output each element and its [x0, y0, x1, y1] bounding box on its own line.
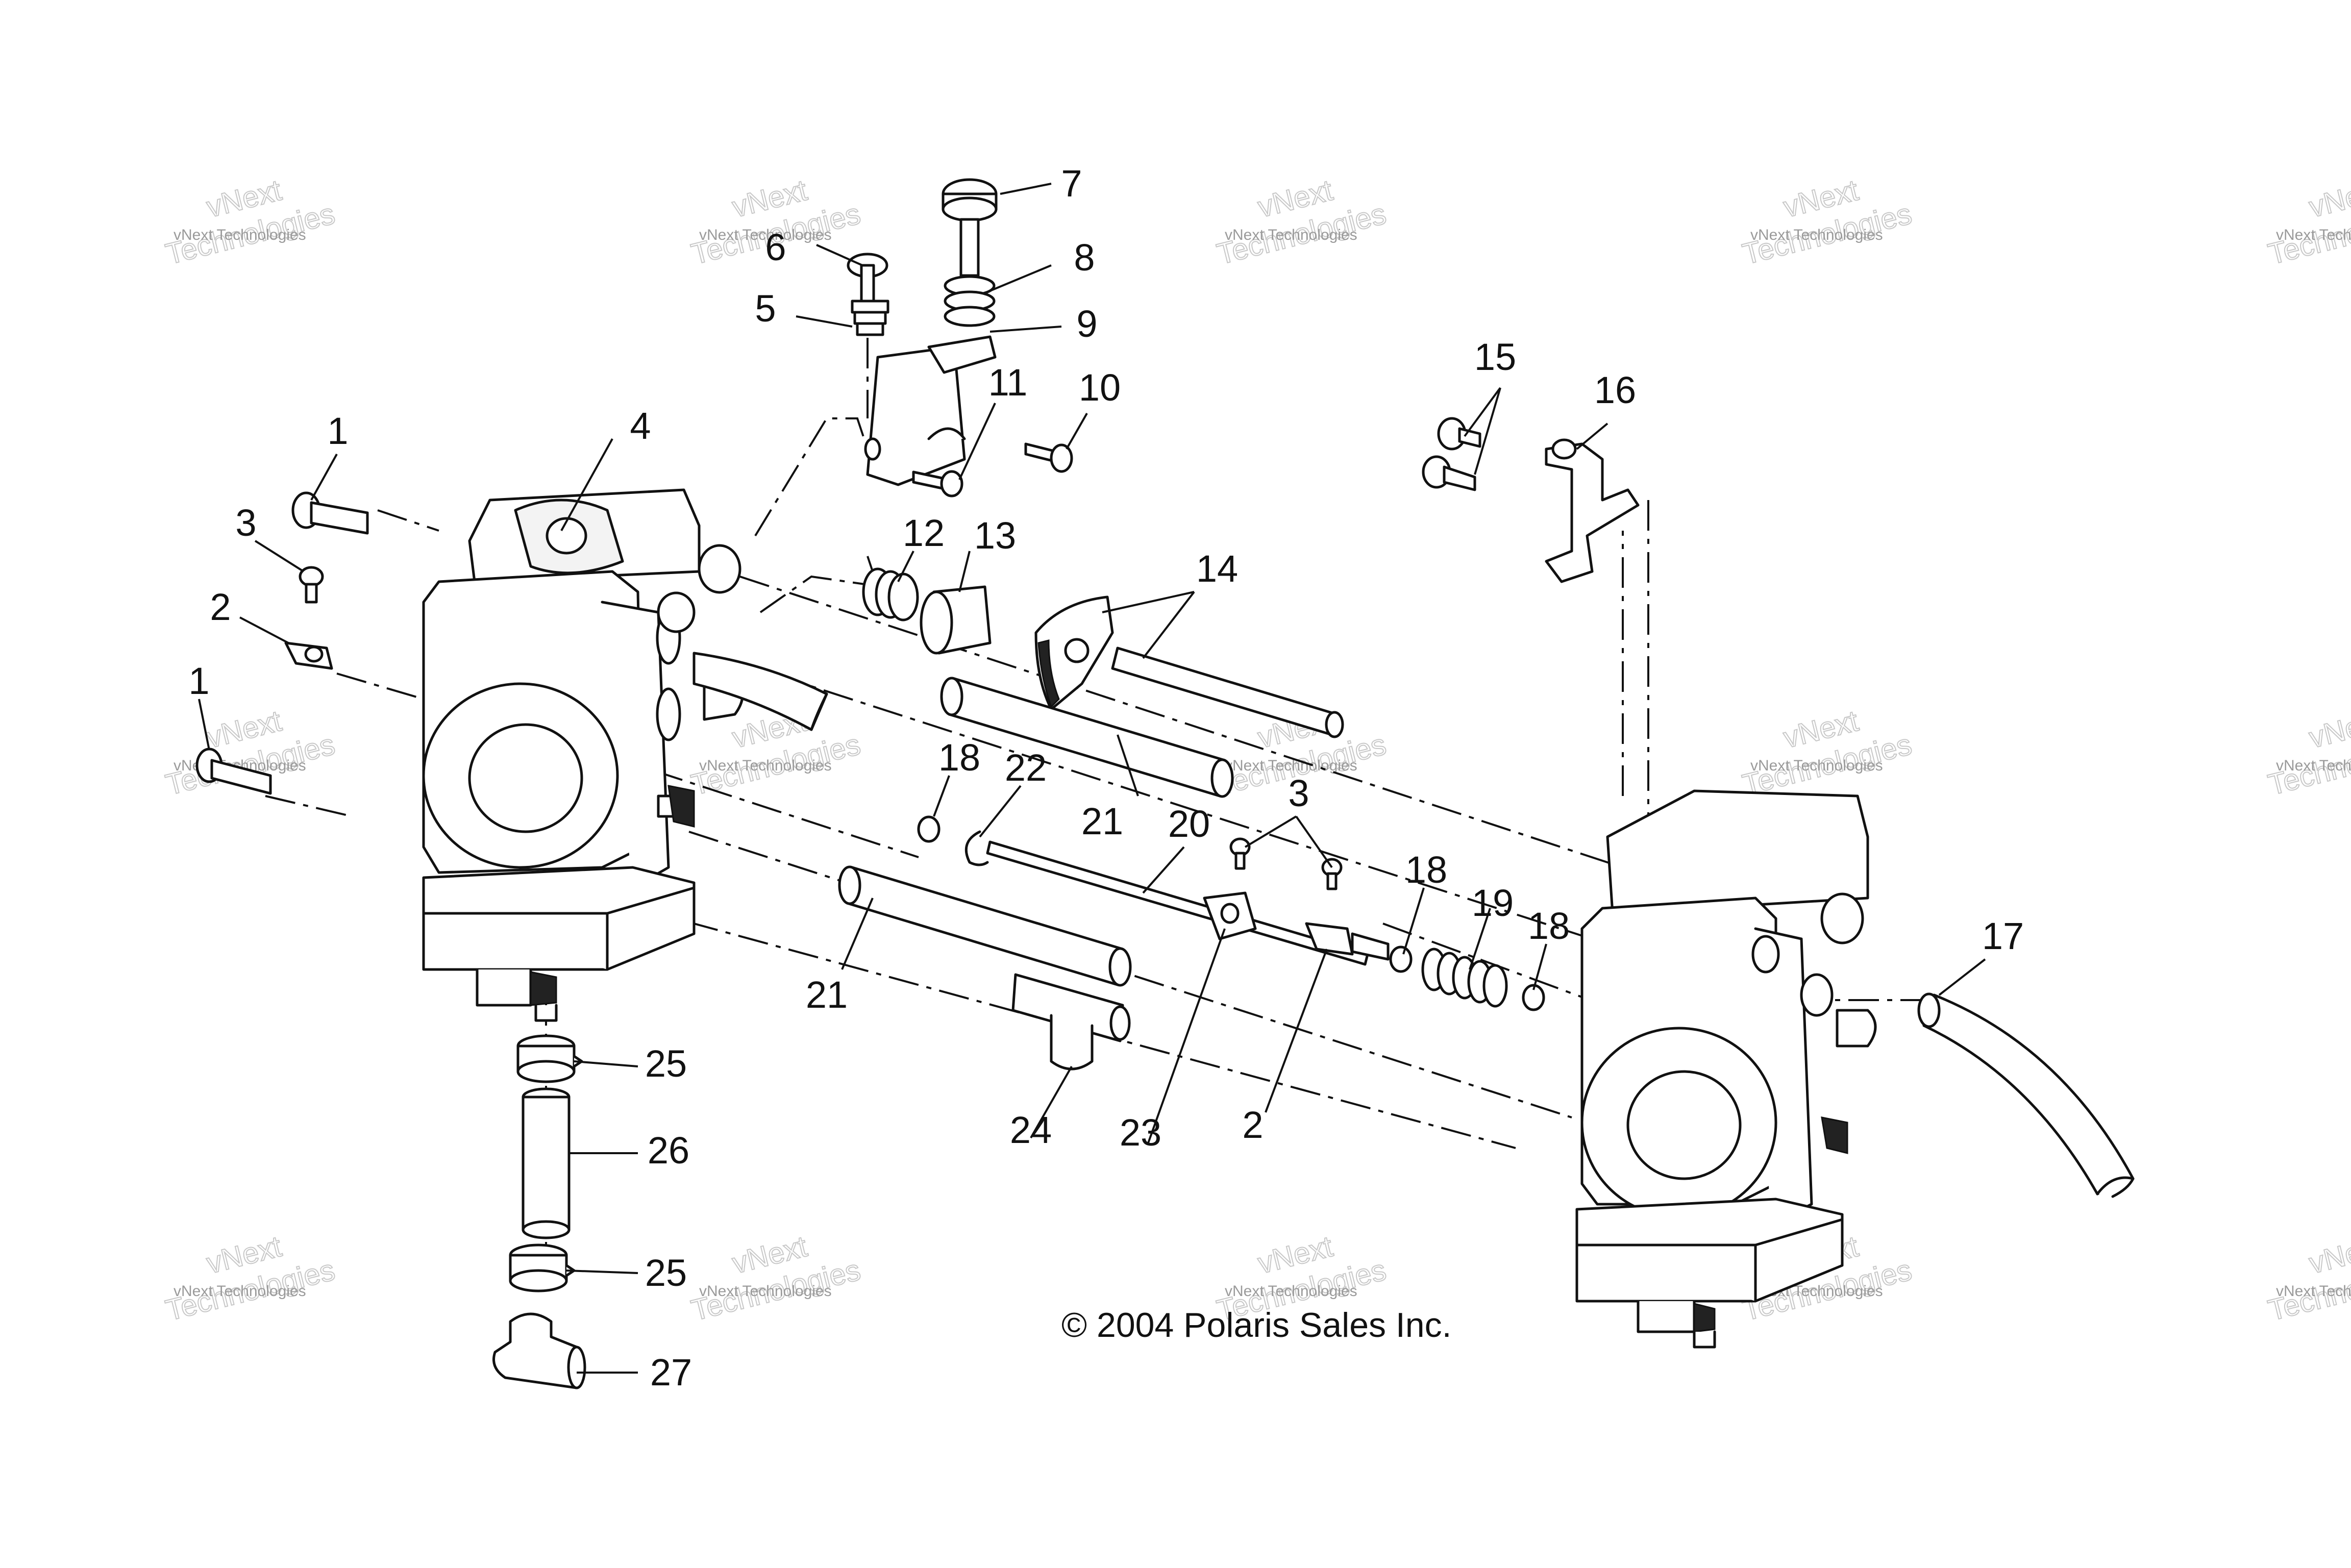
watermark-small: vNext Technologies [2276, 757, 2351, 774]
callout-21-lower: 21 [806, 974, 848, 1016]
callout-16: 16 [1594, 369, 1636, 411]
callout-14: 14 [1196, 547, 1238, 590]
callout-13: 13 [974, 514, 1016, 557]
callout-23: 23 [1120, 1111, 1161, 1154]
callout-18-right: 18 [1528, 905, 1570, 947]
callout-20: 20 [1168, 803, 1210, 845]
callout-17: 17 [1982, 915, 2024, 957]
callout-7: 7 [1061, 162, 1082, 205]
callout-9: 9 [1076, 303, 1097, 345]
watermark-small: vNext Technologies [699, 227, 832, 243]
callout-6: 6 [765, 226, 786, 268]
callout-24: 24 [1010, 1109, 1052, 1151]
right-carburetor [1575, 789, 1877, 1349]
watermark-small: vNext Technologies [1750, 757, 1883, 774]
watermark-small: vNext Technologies [699, 1283, 832, 1300]
callout-3-center: 3 [1288, 772, 1309, 814]
watermark-small: vNext Technologies [1225, 757, 1357, 774]
callout-labels: 1 1 2 2 3 3 4 5 6 7 8 9 10 11 12 13 14 1… [188, 162, 2024, 1393]
watermark-small: vNext Technologies [174, 1283, 306, 1300]
callout-2-center: 2 [1242, 1104, 1263, 1146]
watermark-large-line1: vNext [2306, 173, 2351, 224]
left-carburetor [422, 488, 828, 1022]
callout-15: 15 [1474, 336, 1516, 378]
callout-26: 26 [648, 1129, 689, 1172]
callout-11: 11 [988, 361, 1028, 404]
watermark-small: vNext Technologies [1225, 227, 1357, 243]
callout-5: 5 [755, 287, 776, 330]
callout-2-left: 2 [210, 586, 231, 628]
watermark-small: vNext Technologies [2276, 1283, 2351, 1300]
watermark-large-line1: vNext [2306, 704, 2351, 755]
throttle-shafts [838, 677, 1369, 1071]
watermark-small: vNext Technologies [1750, 227, 1883, 243]
callout-22: 22 [1005, 746, 1047, 789]
small-hardware [195, 417, 1640, 1011]
spring-and-lever-assembly [862, 556, 1344, 738]
callout-18-left: 18 [938, 736, 980, 779]
callout-3-left: 3 [235, 502, 256, 544]
callout-25-upper: 25 [645, 1042, 687, 1085]
callout-1-lower: 1 [188, 660, 209, 702]
watermark-small: vNext Technologies [2276, 227, 2351, 243]
fuel-hoses [492, 992, 2135, 1389]
callout-21-upper: 21 [1081, 800, 1123, 842]
callout-19: 19 [1472, 882, 1514, 924]
callout-10: 10 [1079, 366, 1121, 409]
watermark-small: vNext Technologies [699, 757, 832, 774]
callout-18-center: 18 [1405, 849, 1447, 891]
callout-12: 12 [903, 512, 945, 554]
leader-lines [198, 183, 1986, 1374]
callout-4: 4 [630, 405, 651, 447]
callout-8: 8 [1074, 236, 1095, 279]
watermark-small: vNext Technologies [174, 227, 306, 243]
copyright-notice: © 2004 Polaris Sales Inc. [1061, 1306, 1452, 1345]
callout-27: 27 [650, 1351, 692, 1393]
callout-25-lower: 25 [645, 1252, 687, 1294]
throttle-bracket-assembly [847, 178, 1073, 497]
callout-1-upper: 1 [327, 410, 348, 452]
watermark-small: vNext Technologies [1225, 1283, 1357, 1300]
watermark-large-line1: vNext [2306, 1230, 2351, 1280]
